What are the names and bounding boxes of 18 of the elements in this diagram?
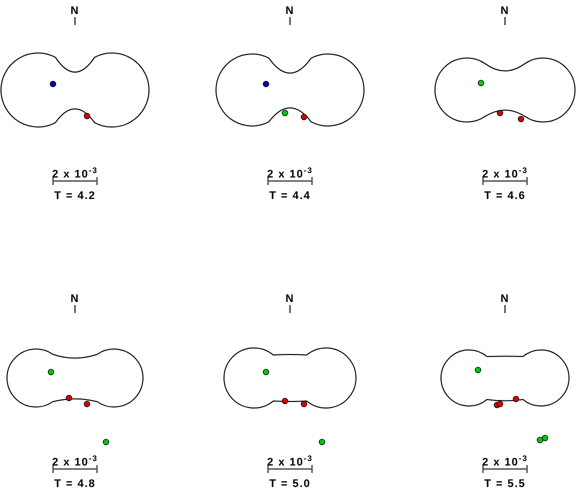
- north-label: N: [500, 5, 510, 17]
- north-label: N: [70, 293, 80, 305]
- scale-label: 2 x 10$^{-3}$: [482, 453, 528, 469]
- time-label: T = 4.2: [54, 190, 96, 202]
- time-label: T = 4.8: [54, 478, 96, 488]
- time-label: T = 5.0: [269, 478, 311, 488]
- scale-label: 2 x 10$^{-3}$: [482, 165, 528, 181]
- time-label: T = 4.6: [484, 190, 526, 202]
- time-label: T = 4.4: [269, 190, 311, 202]
- scale-label: 2 x 10$^{-3}$: [52, 165, 98, 181]
- time-label: T = 5.5: [484, 478, 526, 488]
- north-label: N: [286, 293, 294, 305]
- scale-label: 2 x 10$^{-3}$: [267, 165, 313, 181]
- north-label: N: [286, 5, 294, 17]
- scale-label: 2 x 10$^{-3}$: [52, 453, 98, 469]
- scale-label: 2 x 10$^{-3}$: [267, 453, 313, 469]
- north-label: N: [70, 5, 80, 17]
- north-label: N: [500, 293, 510, 305]
